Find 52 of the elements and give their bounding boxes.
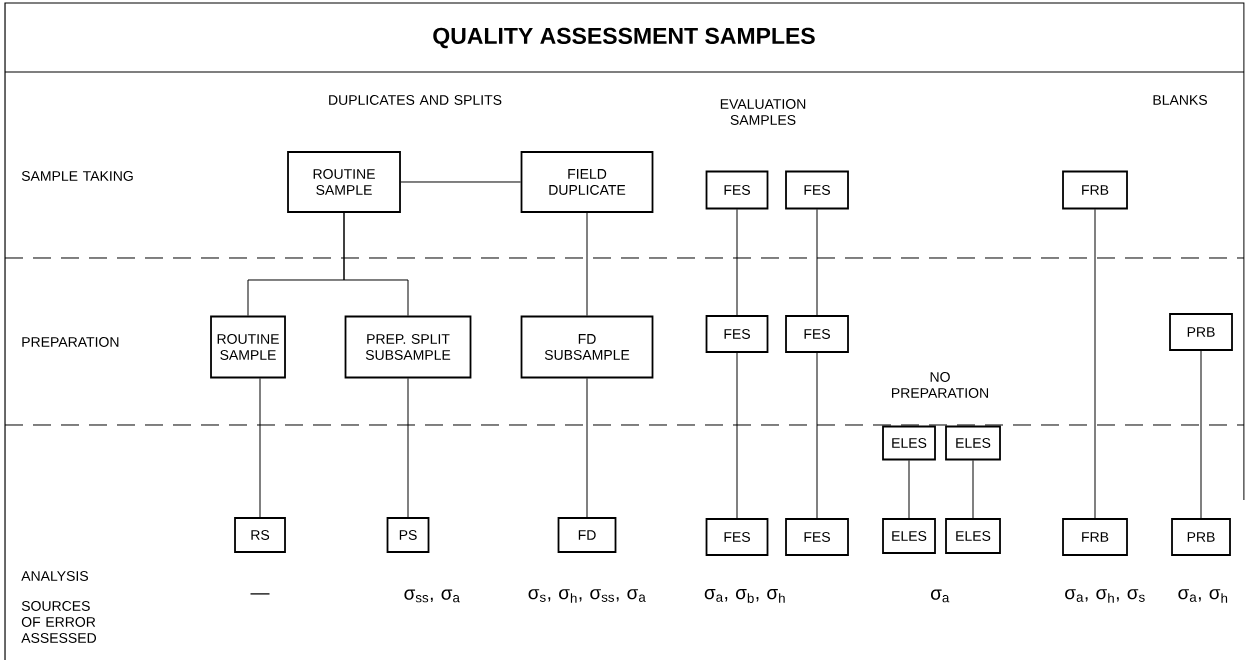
connector-line (1094, 208, 1096, 519)
sample-box: FD (557, 517, 617, 553)
sample-box: FIELD DUPLICATE (520, 151, 654, 213)
error-sources: σ$_{a}$ (931, 589, 950, 603)
sample-box: FRB (1062, 170, 1128, 210)
connector-line (586, 212, 588, 317)
error-sources: σ$_{s}$, σ$_{h}$, σ$_{ss}$, σ$_{a}$ (528, 589, 646, 603)
sample-box: FES (705, 170, 769, 210)
error-sources: σ$_{a}$, σ$_{h}$, σ$_{s}$ (1065, 589, 1145, 603)
connector-line (259, 377, 261, 518)
error-sources: σ$_{ss}$, σ$_{a}$ (404, 589, 460, 603)
connector-line (816, 352, 818, 519)
sample-box: ELES (882, 425, 936, 461)
sample-box: ELES (945, 425, 1001, 461)
sample-box: ELES (882, 518, 936, 554)
connector-line (908, 459, 910, 519)
sample-box: FRB (1062, 518, 1128, 556)
row-label: SAMPLE TAKING (21, 171, 133, 181)
sample-box: ROUTINE SAMPLE (210, 315, 286, 379)
column-heading: NO PREPARATION (892, 372, 988, 398)
sample-box: FES (705, 518, 769, 556)
sample-box: PRB (1169, 313, 1233, 351)
sample-box: PS (386, 517, 430, 553)
connector-line (972, 459, 974, 519)
sample-box: FES (785, 170, 849, 210)
row-label: PREPARATION (22, 337, 119, 347)
sample-box: FD SUBSAMPLE (520, 315, 654, 379)
connector-line (1200, 350, 1202, 519)
error-sources: σ$_{a}$, σ$_{b}$, σ$_{h}$ (704, 589, 785, 603)
connector-line (343, 212, 409, 317)
connector-line (736, 352, 738, 519)
title: QUALITY ASSESSMENT SAMPLES (433, 27, 815, 49)
connector-line (400, 181, 522, 183)
connector-line (816, 208, 818, 316)
column-heading: BLANKS (1153, 95, 1207, 105)
connector-line (736, 208, 738, 316)
sample-box: PRB (1171, 518, 1231, 556)
sample-box: ELES (945, 518, 1001, 554)
column-heading: DUPLICATES AND SPLITS (329, 95, 502, 105)
connector-line (407, 377, 409, 518)
sample-box: PREP. SPLIT SUBSAMPLE (344, 315, 472, 379)
sample-box: RS (234, 517, 286, 553)
error-sources: — (250, 593, 270, 595)
sample-box: FES (785, 315, 849, 353)
sample-box: ROUTINE SAMPLE (287, 151, 401, 213)
sample-box: FES (705, 315, 769, 353)
column-heading: EVALUATION SAMPLES (720, 99, 806, 125)
connector-line (586, 377, 588, 518)
error-sources: σ$_{a}$, σ$_{h}$ (1178, 589, 1228, 603)
row-label: SOURCES OF ERROR ASSESSED (21, 601, 96, 643)
sample-box: FES (785, 518, 849, 556)
row-label: ANALYSIS (21, 571, 88, 581)
